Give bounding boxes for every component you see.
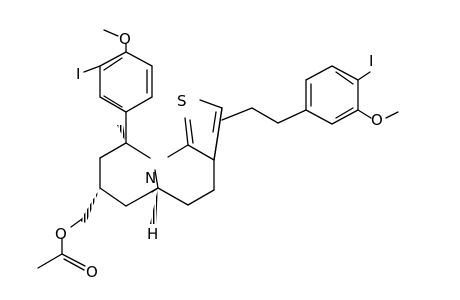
bond-methoxy-right [357,109,372,119]
atom-o-carbonyl: O [86,263,98,281]
atom-i-right: I [369,52,373,70]
bond-iodo-top [83,65,101,73]
bond-methyl-top [103,29,119,37]
atom-n-ring: N [145,169,156,187]
atom-h-stereo: H [147,225,158,243]
hashed-bond-c4a [150,188,158,224]
ethyl-linker [221,107,307,124]
bond-n-to-c4a [151,187,159,193]
right-aryl-ring [305,65,359,125]
bond-thiophene-double-2 [212,111,217,133]
bond-methyl-right [385,111,399,119]
top-aryl-ring [99,51,153,113]
acetoxy-group [37,218,86,271]
thiophene-ring [184,99,223,161]
tetrahydro-ring [157,144,215,206]
atom-o-methoxy-right: O [371,111,383,129]
piperidine-ring [99,142,159,207]
atom-i-top: I [76,65,80,83]
atom-o-methoxy-top: O [119,30,131,48]
atom-o-ester: O [55,225,67,243]
atom-s-thiophene: S [177,92,187,110]
hashed-bond-c10 [117,125,126,143]
bond-iodo-right [357,71,371,81]
bond-thiophene-double [217,107,223,136]
bond-n-c4a [154,169,159,189]
hashed-bond-c7 [80,188,100,223]
